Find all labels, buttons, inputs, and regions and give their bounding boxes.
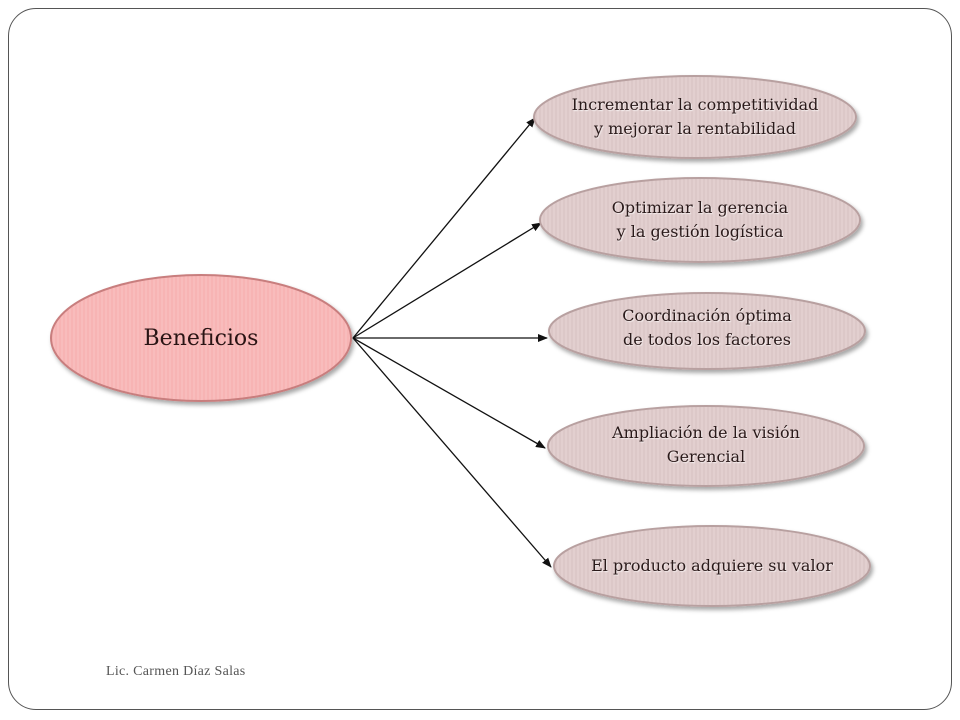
benefit-oval-3 [548, 292, 866, 370]
footer-author: Lic. Carmen Díaz Salas [106, 664, 246, 679]
benefit-label-2: Optimizar la gerencia y la gestión logís… [611, 198, 789, 241]
benefit-label-1: Incrementar la competitividad y mejorar … [571, 95, 819, 138]
central-label: Beneficios [143, 325, 259, 351]
benefit-oval-1 [533, 75, 857, 159]
benefit-label-5: El producto adquiere su valor [591, 556, 833, 575]
benefit-oval-5 [553, 525, 871, 607]
benefit-label-4: Ampliación de la visión Gerencial [612, 423, 800, 466]
arrow-to-benefit-4 [352, 337, 546, 449]
benefit-oval-4 [547, 405, 865, 487]
benefit-label-3: Coordinación óptima de todos los factore… [622, 306, 792, 349]
arrow-to-benefit-2 [352, 222, 542, 339]
central-oval [50, 274, 352, 402]
arrow-to-benefit-5 [352, 337, 552, 568]
benefit-oval-2 [539, 177, 861, 263]
arrow-to-benefit-1 [352, 117, 536, 339]
